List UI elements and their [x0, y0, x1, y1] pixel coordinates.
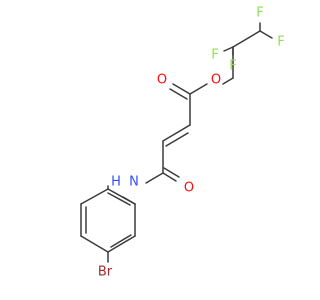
bond-ring-inner-2 — [110, 234, 132, 248]
bond-alkene-1 — [162, 124, 191, 142]
atom-f-1: F — [211, 48, 218, 63]
bond-cf2-chf2 — [232, 30, 261, 48]
bond-ring-3 — [107, 235, 136, 253]
bond-cester-o-1 — [172, 83, 191, 95]
atom-o-carbonyl: O — [157, 73, 167, 88]
bond-n-camide — [145, 172, 164, 184]
bond-chf2-f-right — [259, 30, 273, 39]
bond-ring-2 — [80, 235, 109, 253]
atom-f-2: F — [229, 59, 236, 74]
atom-labels: Br H N O O O F F F F — [98, 6, 285, 280]
bond-cester-o-2 — [169, 88, 188, 100]
atom-n: N — [129, 175, 139, 190]
bond-cester-oether — [189, 83, 208, 95]
atom-f-3: F — [256, 6, 263, 21]
bonds — [80, 22, 273, 263]
bond-ring-6 — [80, 188, 109, 205]
bond-cf2-f-left — [223, 46, 234, 52]
bond-ring-n — [122, 196, 136, 205]
atom-o-amide: O — [184, 181, 194, 196]
bond-camide-o-2 — [163, 167, 180, 178]
atom-o-ester: O — [211, 73, 221, 88]
atom-h: H — [111, 175, 121, 190]
molecule-structure: Br H N O O O F F F F — [80, 6, 285, 280]
bond-ring-inner-3 — [107, 192, 131, 206]
bond-oether-ch2 — [222, 77, 234, 85]
atom-br: Br — [98, 265, 113, 280]
atom-f-4: F — [277, 35, 284, 50]
bond-camide-o-1 — [162, 172, 177, 182]
bond-alkene-2 — [165, 132, 189, 147]
